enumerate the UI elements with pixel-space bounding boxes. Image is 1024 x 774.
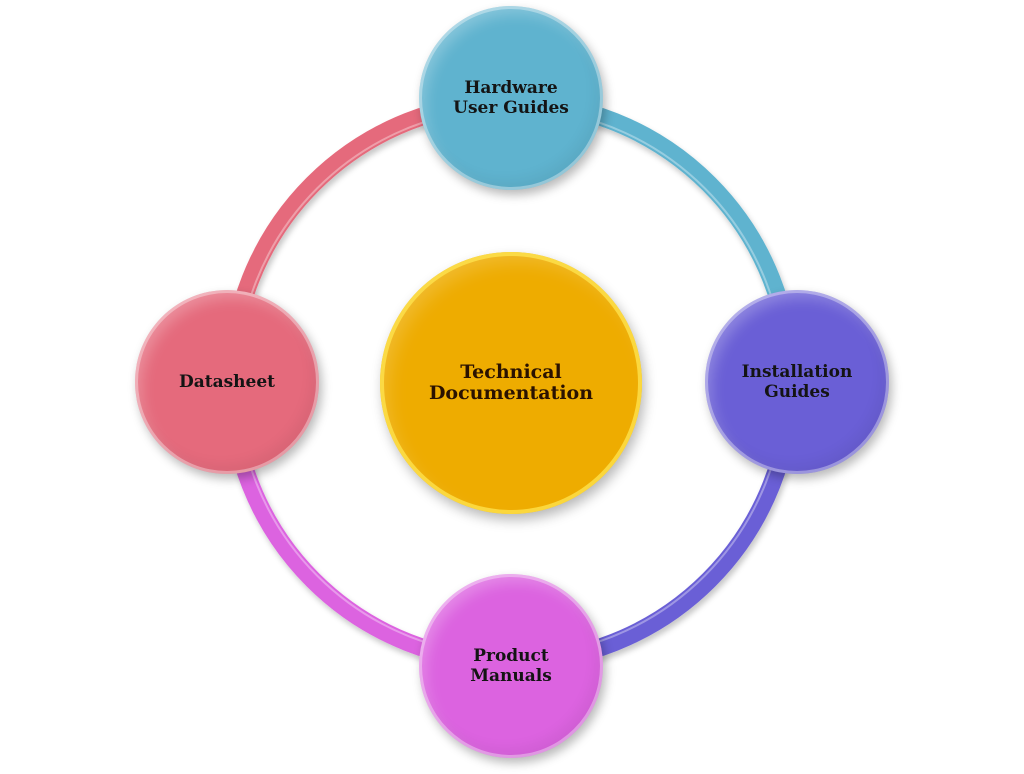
- center-node-label: Technical Documentation: [428, 361, 594, 404]
- node-hardware-user-guides: Hardware User Guides: [419, 6, 603, 190]
- node-label: Product Manuals: [470, 646, 552, 686]
- center-node-technical-documentation: Technical Documentation: [380, 252, 642, 514]
- node-label: Datasheet: [178, 372, 276, 392]
- node-installation-guides: Installation Guides: [705, 290, 889, 474]
- node-label: Installation Guides: [741, 362, 853, 402]
- node-product-manuals: Product Manuals: [419, 574, 603, 758]
- node-datasheet: Datasheet: [135, 290, 319, 474]
- node-label: Hardware User Guides: [453, 78, 569, 118]
